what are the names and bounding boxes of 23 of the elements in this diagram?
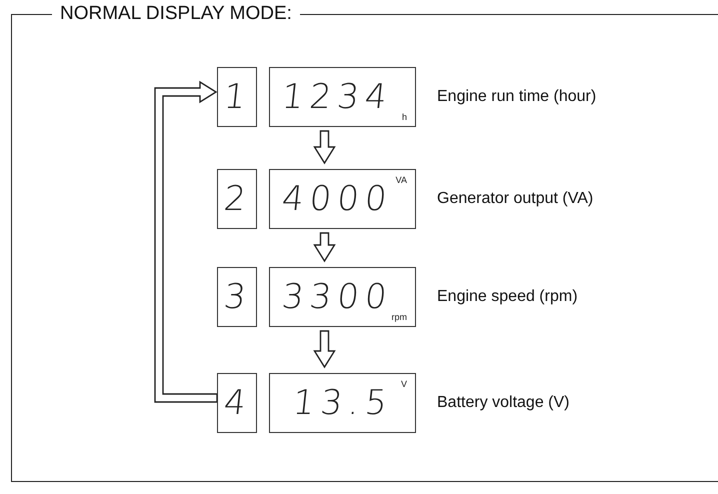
item-description: Battery voltage (V) (437, 394, 570, 412)
item-description: Generator output (VA) (437, 190, 594, 208)
item-description: Engine speed (rpm) (437, 288, 578, 306)
step-number-box (217, 67, 257, 127)
step-number: 3 (222, 277, 254, 317)
display-reading: 1234 (280, 77, 396, 117)
step-number: 2 (222, 179, 254, 219)
unit-label: rpm (392, 312, 407, 322)
hollow-arrow (313, 130, 336, 164)
step-number-box (217, 169, 257, 229)
display-reading: 4000 (280, 179, 396, 219)
unit-label: V (400, 379, 407, 389)
unit-label: h (402, 112, 407, 122)
hollow-arrow (313, 330, 336, 368)
step-number-box (217, 267, 257, 327)
hollow-arrow (313, 232, 336, 262)
unit-label: VA (396, 175, 407, 185)
hollow-arrow (154, 80, 218, 403)
display-reading: 13.5 (291, 383, 396, 423)
item-description: Engine run time (hour) (437, 88, 596, 106)
step-number: 4 (222, 383, 254, 423)
step-number: 1 (222, 77, 254, 117)
step-number-box (217, 373, 257, 433)
